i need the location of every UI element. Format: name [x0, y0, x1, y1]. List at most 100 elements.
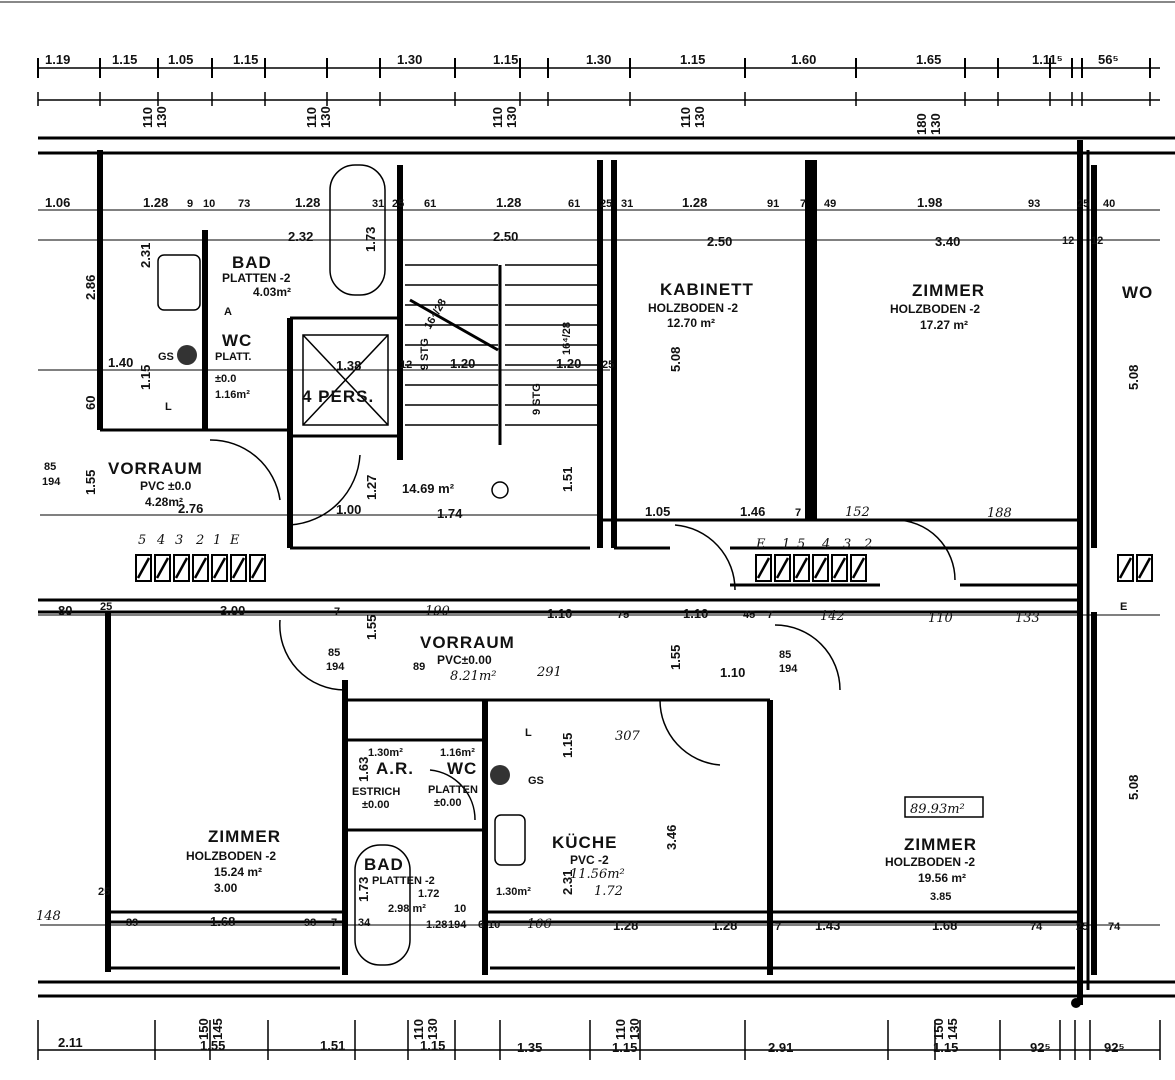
- m-0: A: [224, 306, 232, 318]
- bot-dim-10: 92⁵: [1104, 1040, 1125, 1055]
- wc-top-level: ±0.0: [215, 373, 236, 385]
- v-7: 2.31: [560, 870, 575, 895]
- v-0: 2.86: [83, 275, 98, 300]
- zimmer-left-name: ZIMMER: [208, 827, 281, 846]
- win-bot-3b: 130: [627, 1018, 642, 1040]
- d-r2-0: 2.32: [288, 229, 313, 244]
- wc-bottom-name: WC: [447, 759, 477, 778]
- win-top-2a: 110: [304, 107, 319, 128]
- d-r4-2: 2.76: [178, 501, 203, 516]
- top-dim-11: 1.11⁵: [1032, 52, 1063, 67]
- bot-dim-3: 1.51: [320, 1038, 345, 1053]
- drawing-line: [851, 557, 866, 579]
- top-dim-12: 56⁵: [1098, 52, 1119, 67]
- bot-dim-8: 1.15: [933, 1040, 958, 1055]
- m-15: 4: [821, 537, 830, 552]
- d-r2-2: 2.50: [707, 234, 732, 249]
- zimmer-right-width: 3.85: [930, 891, 951, 903]
- top-dimension-chain: 1.19 1.15 1.05 1.15 1.30 1.15 1.30 1.15 …: [37, 52, 1160, 135]
- d-r6-1: 194: [326, 661, 345, 673]
- v-2: 1.15: [138, 365, 153, 390]
- bad-bottom-floor: PLATTEN -2: [372, 875, 435, 887]
- m-22: 10: [454, 903, 466, 915]
- zimmer-top-floor: HOLZBODEN -2: [890, 302, 980, 316]
- d-r1-1: 1.28: [143, 195, 168, 210]
- d-r1-8: 31: [372, 198, 384, 210]
- win-top-3b: 130: [504, 106, 519, 128]
- d-r1-2: 9: [187, 198, 193, 210]
- d-r6-0: 85: [328, 647, 340, 659]
- kabinett-floor: HOLZBODEN -2: [648, 301, 738, 315]
- m-3: GS: [528, 775, 544, 787]
- d-r1-18: 49: [824, 198, 836, 210]
- bot-dim-9: 92⁵: [1030, 1040, 1051, 1055]
- ar-floor: ESTRICH: [352, 786, 400, 798]
- m-2: GS: [158, 351, 174, 363]
- d-r1-4: 73: [238, 198, 250, 210]
- bad-top-name: BAD: [232, 253, 272, 272]
- vorraum-left-floor: PVC ±0.0: [140, 479, 192, 493]
- top-dim-2: 1.15: [112, 52, 137, 67]
- inner-walls: [38, 160, 1097, 975]
- drawing-line: [1137, 557, 1152, 579]
- bot-dim-2: 1.55: [200, 1038, 225, 1053]
- wc-top-floor: PLATT.: [215, 351, 251, 363]
- zimmer-right-name: ZIMMER: [904, 835, 977, 854]
- d-r1-13: 25: [600, 198, 612, 210]
- win-top-4b: 130: [692, 106, 707, 128]
- d-r3-0: 1.40: [108, 355, 133, 370]
- d-r7-2: 39: [126, 917, 138, 929]
- vorraum-left-area: 4.28m²: [145, 495, 183, 509]
- m-9: 3: [175, 533, 183, 548]
- d-r6-2: 89: [413, 661, 425, 673]
- d-r1-11: 1.28: [496, 195, 521, 210]
- top-dim-8: 1.15: [680, 52, 705, 67]
- v-4: 5.08: [1126, 365, 1141, 390]
- zimmer-left-width: 3.00: [214, 881, 238, 895]
- d-r7-7: 1.28: [426, 919, 447, 931]
- d-r1-15: 1.28: [682, 195, 707, 210]
- d-r1-21: 25: [1077, 198, 1089, 210]
- m-6: E: [229, 533, 240, 548]
- bad-top-floor: PLATTEN -2: [222, 271, 291, 285]
- kueche-len: 1.72: [594, 884, 623, 899]
- d-r1-22: 40: [1103, 198, 1115, 210]
- m-11: 5: [138, 533, 146, 548]
- d-r4-3: 1.05: [645, 504, 670, 519]
- d-r4-5: 7: [795, 507, 801, 519]
- m-1: L: [165, 401, 172, 413]
- d-r1-3: 10: [203, 198, 215, 210]
- drawing-line: [813, 557, 828, 579]
- win-top-5a: 180: [914, 113, 929, 135]
- zimmer-right-floor: HOLZBODEN -2: [885, 855, 975, 869]
- zimmer-left-floor: HOLZBODEN -2: [186, 849, 276, 863]
- win-top-4a: 110: [678, 107, 693, 128]
- d-r5-2: 3.00: [220, 603, 245, 618]
- d-r7-19: 74: [1108, 921, 1121, 933]
- d-r7-8: 194: [448, 919, 467, 931]
- bottom-dimension-chain: 150 145 110 130 110 130 150 145 2.11 1.5…: [37, 1018, 1161, 1060]
- zimmer-top-area: 17.27 m²: [920, 318, 968, 332]
- d-r1-17: 7: [800, 198, 806, 210]
- drawing-line: [136, 557, 151, 579]
- d-r1-10: 61: [424, 198, 436, 210]
- drawing-line: [250, 557, 265, 579]
- d-r5-12: 190: [425, 604, 450, 619]
- d-r7-0: 148: [36, 909, 61, 924]
- kueche-area: 11.56m²: [570, 867, 625, 882]
- d-r4-6: 152: [845, 505, 870, 520]
- v-13: 1.73: [356, 877, 371, 902]
- win-bot-4b: 145: [945, 1018, 960, 1040]
- v-9: 1.55: [364, 615, 379, 640]
- stairs-rise-1: 16⁴/28: [422, 297, 449, 332]
- zimmer-left-area: 15.24 m²: [214, 865, 262, 879]
- d-r2-4: 12: [1062, 235, 1074, 247]
- d-r1-0: 1.06: [45, 195, 70, 210]
- bad-top-area: 4.03m²: [253, 285, 291, 299]
- win-bot-4a: 150: [931, 1018, 946, 1040]
- zimmer-right-boxed: 89.93m²: [910, 802, 965, 817]
- inner-dimensions: 1.06 1.28 9 10 73 1.28 31 25 61 1.28 61 …: [36, 195, 1160, 933]
- wc-top-name: WC: [222, 331, 252, 350]
- d-r1-14: 31: [621, 198, 633, 210]
